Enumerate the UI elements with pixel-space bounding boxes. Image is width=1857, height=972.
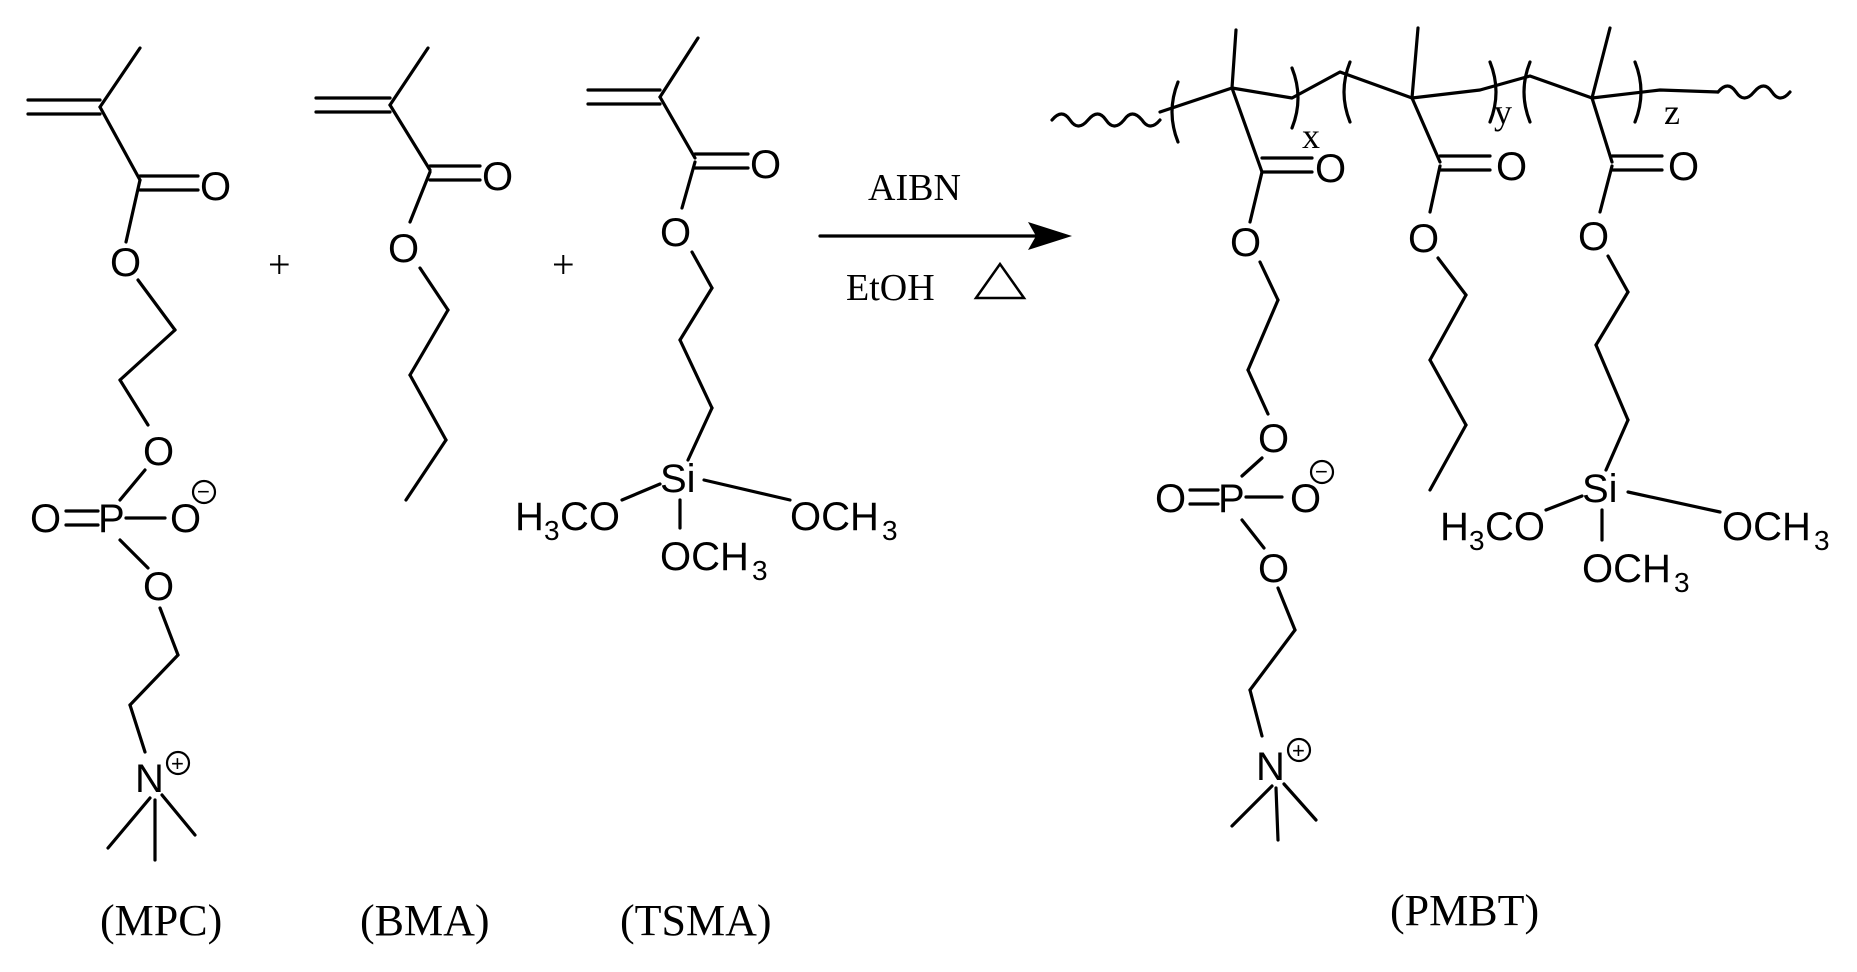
svg-text:3: 3 [752,555,768,586]
svg-text:H: H [1440,505,1469,549]
pmbt-negative-charge: − [1309,459,1335,485]
tsma-label: (TSMA) [620,896,772,945]
tsma-silicon: Si [660,457,696,501]
pmbt-x-phosphate-o-minus: O [1290,477,1321,521]
mpc-phosphorus: P [98,497,125,541]
pmbt-och3-right: OCH 3 [1722,505,1830,556]
svg-text:3: 3 [1469,525,1485,556]
mpc-carbonyl-o: O [200,165,231,209]
pmbt-y-ester-o: O [1408,217,1439,261]
pmbt-silicon: Si [1582,467,1618,511]
bma-carbonyl-o: O [482,155,513,199]
mpc-phosphate-o-top: O [143,430,174,474]
svg-text:+: + [171,751,184,776]
pmbt-z-carbonyl-o: O [1668,145,1699,189]
pmbt-y-carbonyl-o: O [1496,145,1527,189]
pmbt-x-carbonyl-o: O [1315,147,1346,191]
pmbt-x-phosphate-o-bottom: O [1258,547,1289,591]
pmbt-och3-bottom: OCH 3 [1582,547,1690,598]
index-z: z [1664,92,1680,132]
tsma-och3-bottom: OCH 3 [660,535,768,586]
tsma-ester-o: O [660,211,691,255]
svg-text:OCH: OCH [790,495,879,539]
svg-text:OCH: OCH [1722,505,1811,549]
svg-text:+: + [1292,738,1305,763]
bma-label: (BMA) [360,896,490,945]
bma-structure: O O (BMA) [314,46,513,945]
svg-text:3: 3 [1814,525,1830,556]
pmbt-structure: x y z O O O P O O − [1050,26,1830,935]
tsma-carbonyl-o: O [750,143,781,187]
mpc-phosphate-o-minus: O [170,497,201,541]
bma-ester-o: O [388,227,419,271]
plus-sign-1: + [268,242,291,287]
pmbt-h3co-left: H 3 CO [1440,505,1545,556]
pmbt-positive-charge: + [1286,737,1312,763]
solvent-label: EtOH [846,267,935,309]
svg-text:H: H [515,495,544,539]
svg-text:3: 3 [544,515,560,546]
svg-text:OCH: OCH [660,535,749,579]
mpc-structure: O O O P O O − O N + (MPC) [26,46,231,945]
mpc-nitrogen: N [135,757,164,801]
mpc-phosphate-o-bottom: O [143,565,174,609]
svg-text:−: − [197,479,210,504]
index-x: x [1302,116,1320,156]
reaction-arrow: AIBN EtOH [818,167,1072,309]
pmbt-label: (PMBT) [1390,886,1539,935]
svg-text:−: − [1315,459,1328,484]
tsma-och3-right: OCH 3 [790,495,898,546]
pmbt-z-ester-o: O [1578,215,1609,259]
svg-text:3: 3 [882,515,898,546]
mpc-phosphate-o-double: O [30,497,61,541]
tsma-h3co-left: H 3 CO [515,495,620,546]
initiator-label: AIBN [868,167,961,209]
index-y: y [1494,92,1512,132]
pmbt-x-phosphate-o-double: O [1155,477,1186,521]
svg-text:CO: CO [1485,505,1545,549]
plus-sign-2: + [552,242,575,287]
pmbt-x-phosphate-o-top: O [1258,417,1289,461]
svg-text:CO: CO [560,495,620,539]
pmbt-x-phosphorus: P [1218,477,1245,521]
mpc-ester-o: O [110,241,141,285]
svg-text:OCH: OCH [1582,547,1671,591]
pmbt-x-ester-o: O [1230,221,1261,265]
mpc-negative-charge: − [191,479,217,505]
svg-text:3: 3 [1674,567,1690,598]
mpc-positive-charge: + [165,750,191,776]
tsma-structure: O O Si OCH 3 H 3 CO OCH 3 (TSMA) [515,36,898,945]
mpc-label: (MPC) [100,896,222,945]
pmbt-nitrogen: N [1256,745,1285,789]
heat-symbol [973,261,1027,300]
